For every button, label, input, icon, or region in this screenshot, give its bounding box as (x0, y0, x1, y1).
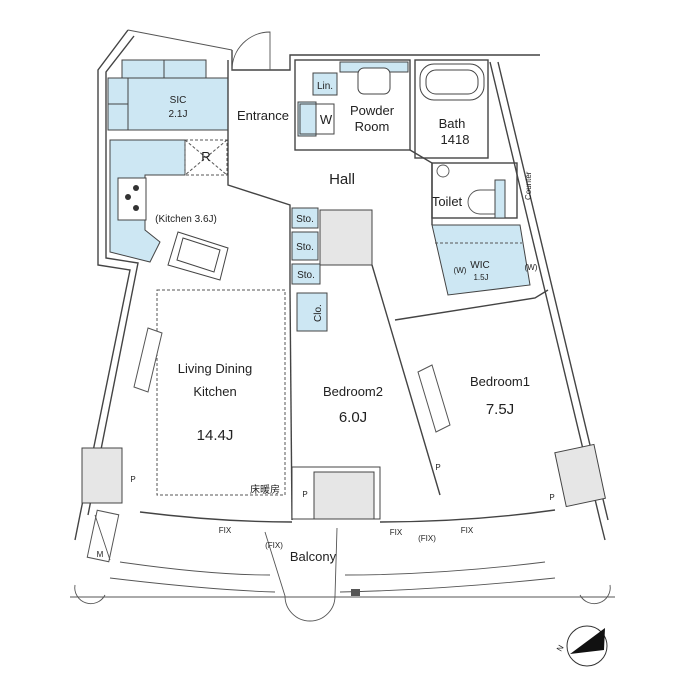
wic-w-left: (W) (454, 266, 467, 275)
powder-room-label-2: Room (355, 119, 390, 134)
powder-room-label-1: Powder (350, 103, 395, 118)
stove-icon (125, 185, 139, 211)
compass-icon: N (555, 625, 608, 667)
bath-label: Bath (439, 116, 466, 131)
kitchen-label: (Kitchen 3.6J) (155, 214, 217, 225)
toilet-label: Toilet (432, 194, 463, 209)
bedroom2: Bedroom2 6.0J P (291, 384, 383, 520)
wic-label: WIC (470, 260, 489, 271)
meter-label: M (97, 550, 104, 559)
bath-size: 1418 (441, 132, 470, 147)
wic: (W) (W) WIC 1.5J (431, 224, 538, 296)
refrigerator-label: R (201, 149, 210, 164)
sic-closet: SIC 2.1J (107, 59, 229, 131)
entrance-area: Entrance (227, 31, 291, 290)
fix-label-3: FIX (390, 528, 403, 537)
drain-icon (351, 589, 360, 596)
sic-label: SIC (170, 95, 187, 106)
sic-size: 2.1J (169, 109, 188, 120)
storage-label-2: Sto. (296, 242, 314, 253)
pipe-label-2: P (302, 490, 307, 499)
bedroom2-size: 6.0J (339, 409, 367, 426)
kitchen-island (167, 231, 229, 281)
ldk-size: 14.4J (197, 427, 234, 444)
pipe-label-4: P (549, 493, 554, 502)
storage-closets: Sto. Sto. Sto. Clo. (291, 207, 373, 332)
pipe-label-3: P (435, 463, 440, 472)
windows: FIX (FIX) FIX (FIX) FIX (139, 509, 556, 550)
ldk-label-1: Living Dining (178, 361, 252, 376)
bedroom2-label: Bedroom2 (323, 384, 383, 399)
fix-label-1: FIX (219, 526, 232, 535)
ldk-label-2: Kitchen (193, 384, 236, 399)
bedroom1-label: Bedroom1 (470, 374, 530, 389)
bedroom1-size: 7.5J (486, 401, 514, 418)
closet-label: Clo. (313, 304, 324, 322)
washer-label: W (320, 112, 333, 127)
bath-room: Bath 1418 (414, 59, 489, 159)
powder-room: Lin. W Powder Room (294, 59, 411, 151)
storage-label-3: Sto. (297, 270, 315, 281)
hall-label: Hall (329, 171, 355, 188)
refrigerator-space (184, 139, 228, 176)
counter-label: Counter (524, 171, 533, 200)
compass-north-label: N (555, 643, 566, 653)
pipe-label-1: P (130, 475, 135, 484)
wic-w-right: (W) (525, 263, 538, 272)
fix-label-2: (FIX) (265, 541, 283, 550)
bedroom1: Bedroom1 7.5J P P (417, 364, 606, 508)
outer-walls (74, 29, 609, 541)
kitchen-area: R (Kitchen 3.6J) (109, 139, 229, 281)
balcony: Balcony M (70, 509, 615, 622)
toilet-room: Toilet Counter (431, 162, 533, 219)
entrance-label: Entrance (237, 108, 289, 123)
wic-size: 1.5J (473, 273, 488, 282)
storage-label-1: Sto. (296, 214, 314, 225)
fix-label-4: (FIX) (418, 534, 436, 543)
floor-heating-label: 床暖房 (250, 483, 280, 496)
linen-label: Lin. (317, 81, 333, 92)
fix-label-5: FIX (461, 526, 474, 535)
interior-walls (289, 149, 549, 521)
living-dining-kitchen: Living Dining Kitchen 14.4J 床暖房 P (81, 289, 286, 504)
balcony-label: Balcony (290, 549, 337, 564)
